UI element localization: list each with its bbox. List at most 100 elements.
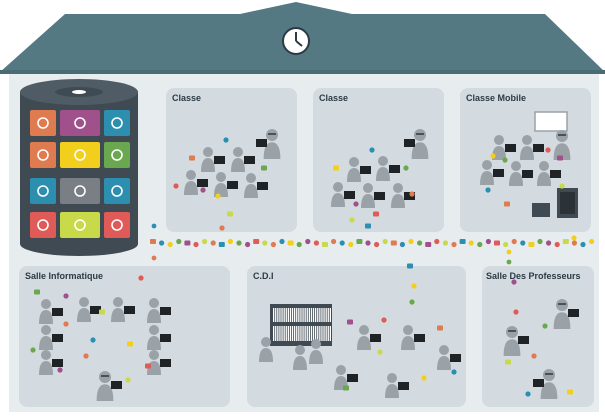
media-file-icon: [421, 375, 427, 381]
media-file-icon: [90, 337, 96, 343]
book: [329, 308, 331, 322]
media-file-icon: [173, 183, 179, 189]
data-packet-icon: [554, 241, 560, 248]
room-salle-informatique: [19, 266, 230, 407]
media-file-icon: [347, 319, 353, 325]
teacher-figure: [553, 299, 579, 329]
book: [298, 308, 300, 322]
laptop-icon: [568, 309, 579, 317]
room-label-classe-1: Classe: [172, 93, 201, 103]
book: [289, 326, 292, 341]
media-file-icon: [485, 187, 491, 193]
data-packet-icon: [506, 259, 512, 265]
media-file-icon: [57, 367, 63, 373]
laptop-icon: [505, 144, 516, 152]
teacher-figure: [533, 369, 558, 399]
book: [281, 308, 283, 322]
book: [283, 326, 285, 341]
book: [287, 326, 289, 341]
data-packet-icon: [459, 239, 466, 244]
book: [308, 326, 310, 341]
data-packet-icon: [528, 242, 535, 247]
student-figure: [391, 183, 415, 208]
data-packet-icon: [356, 239, 363, 244]
laptop-icon: [493, 169, 504, 177]
data-packet-icon: [322, 242, 328, 247]
book: [317, 326, 319, 341]
book: [302, 308, 304, 322]
data-packet-icon: [408, 238, 414, 245]
laptop-icon: [522, 170, 533, 178]
media-file-icon: [349, 217, 355, 223]
media-file-icon: [223, 137, 229, 143]
book: [291, 308, 294, 322]
data-packet-icon: [468, 240, 474, 246]
book: [310, 326, 313, 341]
laptop-icon: [90, 306, 101, 314]
book: [275, 326, 277, 341]
student-figure: [385, 373, 409, 398]
data-packet-icon: [589, 238, 595, 245]
data-packet-icon: [442, 240, 448, 246]
media-file-icon: [125, 377, 131, 383]
data-packet-icon: [494, 240, 500, 246]
book: [294, 308, 296, 322]
book: [277, 308, 279, 322]
book: [304, 308, 306, 322]
laptop-icon: [160, 359, 171, 367]
media-file-icon: [513, 309, 519, 315]
laptop-icon: [227, 181, 238, 189]
book: [308, 308, 310, 322]
data-packet-icon: [477, 241, 483, 248]
student-figure: [184, 170, 208, 195]
book: [312, 308, 315, 322]
book: [287, 308, 289, 322]
laptop-icon: [370, 334, 381, 342]
media-file-icon: [219, 225, 225, 231]
book: [279, 308, 281, 322]
media-file-icon: [369, 147, 375, 153]
book: [329, 326, 331, 341]
media-file-icon: [571, 235, 577, 241]
media-file-icon: [127, 341, 133, 347]
laptop-icon: [256, 139, 267, 147]
data-packet-icon: [159, 240, 165, 246]
data-packet-icon: [348, 241, 354, 248]
student-figure: [480, 160, 504, 185]
student-figure: [39, 299, 63, 324]
student-figure: [293, 345, 307, 370]
book: [281, 326, 283, 341]
bookshelf-books: [273, 308, 331, 341]
laptop-icon: [389, 165, 400, 173]
data-packet-icon: [279, 238, 285, 245]
data-packet-icon: [434, 238, 440, 245]
book: [296, 308, 298, 322]
laptop-icon: [414, 334, 425, 342]
media-file-icon: [99, 309, 105, 315]
laptop-icon: [450, 354, 461, 362]
laptop-icon: [52, 334, 63, 342]
laptop-icon: [52, 308, 63, 316]
video-camera-icon: [30, 142, 56, 168]
data-packet-icon: [151, 223, 157, 229]
book: [323, 326, 325, 341]
roof-edge: [0, 70, 605, 74]
student-figure: [147, 298, 171, 323]
book: [321, 326, 323, 341]
video-player-icon: [30, 178, 56, 204]
book: [304, 326, 306, 341]
book: [306, 326, 308, 341]
room-classe-1: [166, 88, 297, 232]
media-file-icon: [451, 369, 457, 375]
data-packet-icon: [425, 242, 432, 247]
book: [315, 326, 317, 341]
book: [325, 326, 327, 341]
book: [275, 308, 277, 322]
data-packet-icon: [151, 255, 157, 261]
media-file-icon: [34, 289, 40, 295]
media-file-icon: [145, 363, 151, 369]
data-packet-icon: [253, 239, 260, 244]
data-packet-icon: [262, 240, 268, 246]
book: [325, 308, 327, 322]
globe-icon: [104, 110, 130, 136]
